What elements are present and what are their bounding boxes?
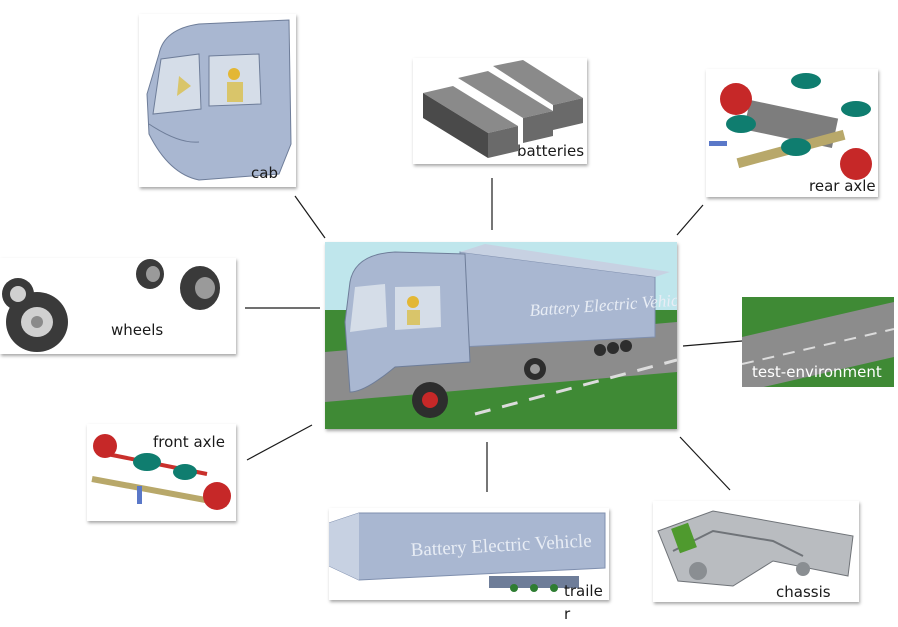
wheel-medium — [2, 278, 34, 310]
front-axle-label: front axle — [153, 433, 225, 451]
test-environment-label: test-environment — [752, 363, 882, 381]
road — [325, 322, 677, 402]
center-vehicle-image: Battery Electric Vehicle — [325, 242, 677, 429]
trailer-label: traile — [564, 582, 603, 600]
batteries-label: batteries — [517, 142, 585, 160]
cab-illustration — [146, 19, 292, 181]
vehicle-scene: Battery Electric Vehicle — [325, 242, 677, 429]
chassis-illustration — [657, 510, 854, 587]
wheel-dual — [180, 266, 220, 310]
batteries-card: batteries — [413, 58, 587, 164]
wheels-card: wheels — [0, 258, 236, 354]
test-road — [742, 302, 894, 387]
trailer-label-wrap: r — [564, 605, 571, 623]
trailer-card: Battery Electric Vehicle traile — [328, 508, 609, 600]
connector-front-axle — [246, 424, 313, 461]
connector-test-environment — [682, 340, 743, 347]
battery-pack-3 — [493, 60, 583, 130]
rear-wheel — [524, 358, 546, 380]
front-axle-illustration — [91, 434, 231, 510]
wheels-illustration — [2, 259, 220, 352]
front-wheel — [412, 382, 448, 418]
wheel-small-pair — [136, 259, 164, 289]
trailer-illustration: Battery Electric Vehicle — [328, 512, 606, 592]
rear-axle-card: rear axle — [706, 69, 878, 197]
cab-card: cab — [139, 14, 296, 187]
connector-cab — [294, 195, 326, 239]
connector-chassis — [679, 436, 731, 491]
batteries-illustration — [423, 60, 583, 158]
test-environment-card: test-environment — [742, 297, 894, 387]
battery-pack-1 — [423, 86, 518, 158]
chassis-card: chassis — [653, 501, 859, 602]
front-axle-card: front axle — [87, 424, 236, 521]
cab-label: cab — [251, 164, 278, 182]
connector-rear-axle — [676, 204, 704, 236]
tractor-cab — [344, 251, 471, 393]
rear-axle-illustration — [709, 73, 872, 180]
wheels-label: wheels — [111, 321, 164, 339]
chassis-label: chassis — [776, 583, 831, 601]
battery-pack-2 — [458, 71, 553, 143]
trailer-wheels — [594, 340, 632, 356]
rear-axle-label: rear axle — [809, 177, 876, 195]
test-environment-illustration — [742, 302, 894, 387]
